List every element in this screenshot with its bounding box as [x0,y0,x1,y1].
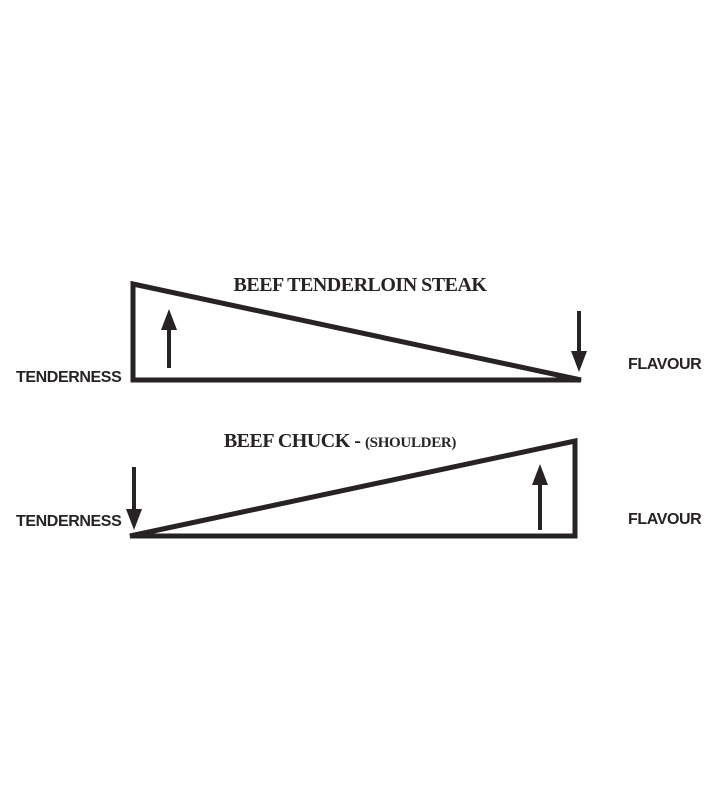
tenderloin-tenderness-label: TENDERNESS [16,369,122,386]
chuck-flavour-up-arrow-icon [532,464,548,530]
tenderloin-triangle [130,280,582,383]
tenderloin-tenderness-up-arrow-icon [161,309,177,368]
chuck-title-text: BEEF CHUCK - [223,430,361,452]
chuck-title-note: (SHOULDER) [364,435,457,451]
chuck-tenderness-down-arrow-icon [126,467,142,530]
tenderloin-title-text: BEEF TENDERLOIN STEAK [233,274,487,296]
tenderloin-flavour-label: FLAVOUR [628,356,702,373]
tenderloin-flavour-down-arrow-icon [571,311,587,372]
chuck-tenderness-label: TENDERNESS [16,513,122,530]
chuck-flavour-label: FLAVOUR [628,511,702,528]
chuck-triangle [129,437,578,539]
chuck-title: BEEF CHUCK - (SHOULDER) [190,430,490,453]
tenderloin-title: BEEF TENDERLOIN STEAK [210,274,510,297]
